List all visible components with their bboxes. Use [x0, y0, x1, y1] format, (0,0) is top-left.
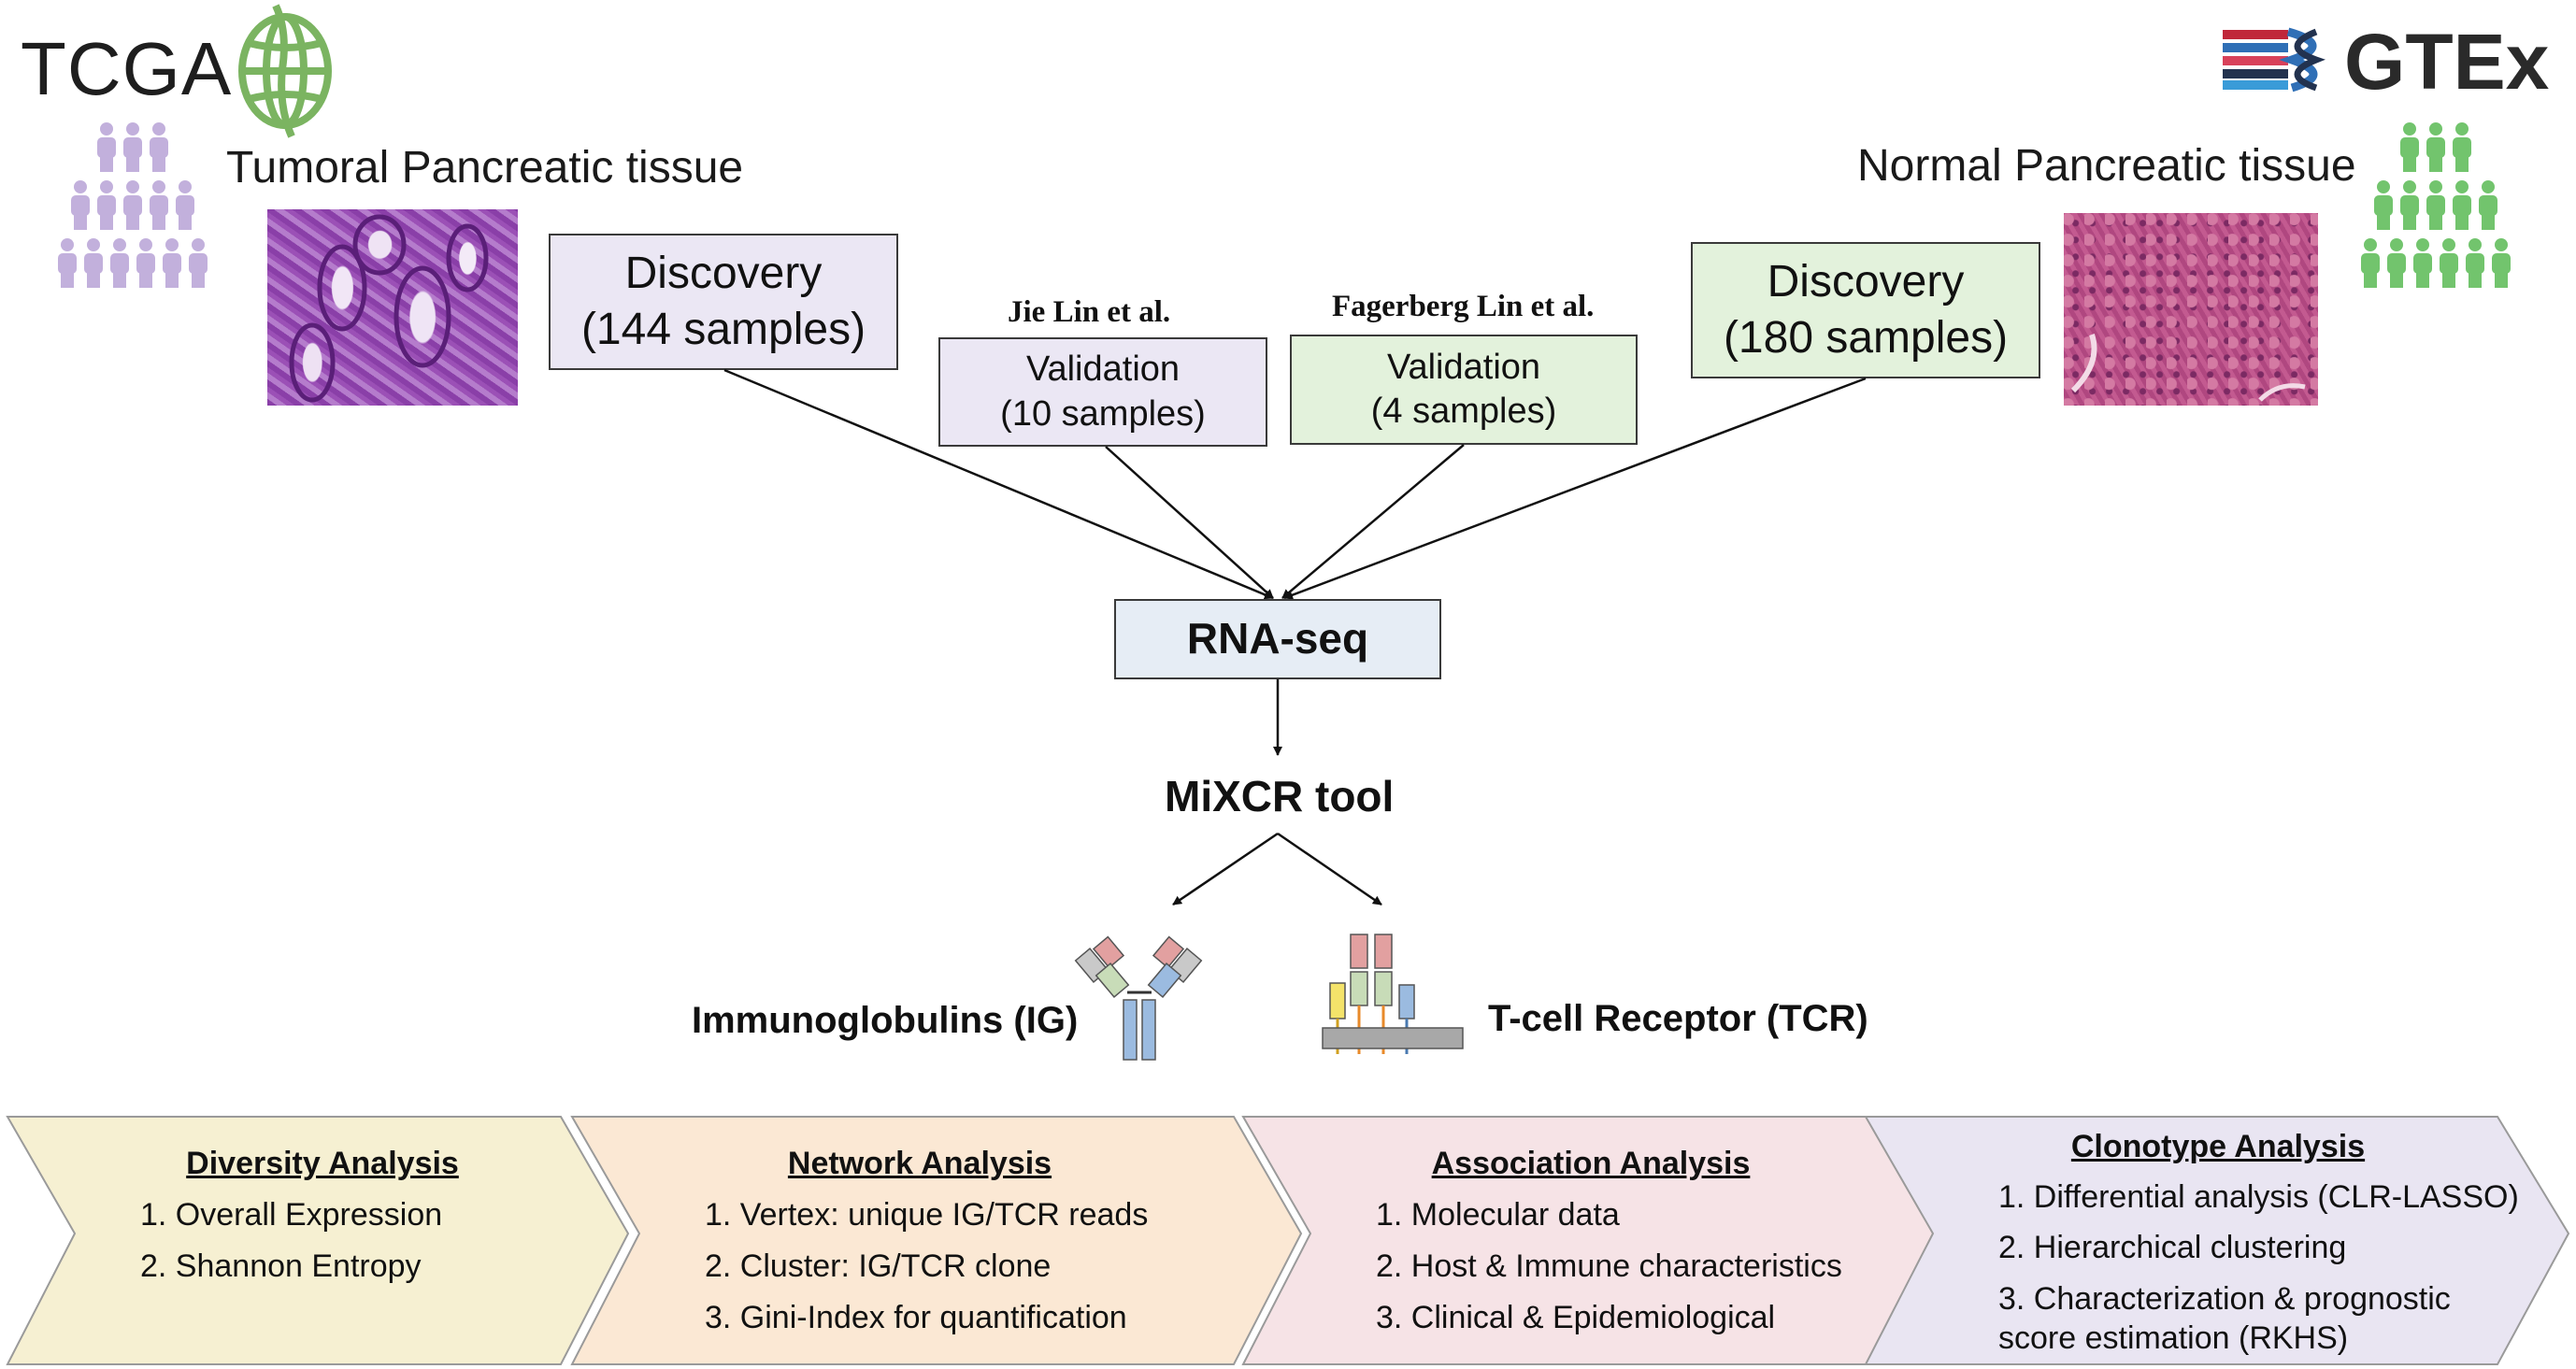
discovery-label: Discovery	[624, 249, 823, 298]
person-icon	[2374, 180, 2393, 230]
panel-item: 1. Vertex: unique IG/TCR reads	[705, 1197, 1149, 1233]
panel-item: 1. Overall Expression	[140, 1197, 443, 1233]
discovery-normal-box: Discovery (180 samples)	[1691, 242, 2040, 378]
person-icon	[2413, 238, 2432, 288]
sample-count: (10 samples)	[1000, 393, 1206, 434]
panel-item: 2. Shannon Entropy	[140, 1248, 422, 1284]
arrow-validation-jie	[1105, 446, 1274, 599]
validation-label: Validation	[1025, 349, 1181, 389]
person-icon	[2453, 180, 2471, 230]
person-icon	[71, 180, 90, 230]
chevron-network	[570, 1116, 1303, 1365]
people-group-icon	[58, 122, 208, 288]
person-icon	[2400, 180, 2419, 230]
person-icon	[2426, 122, 2445, 172]
panel-item: 2. Hierarchical clustering	[1998, 1230, 2347, 1265]
person-icon	[2361, 238, 2380, 288]
arrow-mixcr-tcr	[1277, 832, 1382, 906]
person-icon	[123, 180, 142, 230]
jie-lin-label: Jie Lin et al.	[1008, 295, 1171, 329]
person-icon	[2426, 180, 2445, 230]
person-icon	[2440, 238, 2458, 288]
panel-title: Clonotype Analysis	[2070, 1129, 2366, 1164]
panel-item: 3. Characterization & prognostic	[1998, 1281, 2451, 1317]
discovery-tumor-box: Discovery (144 samples)	[549, 234, 898, 370]
diversity-analysis-panel: Diversity Analysis 1. Overall Expression…	[140, 1138, 505, 1292]
panel-item: 2. Host & Immune characteristics	[1376, 1248, 1842, 1284]
network-analysis-panel: Network Analysis 1. Vertex: unique IG/TC…	[705, 1138, 1172, 1344]
chevron-clonotype	[1864, 1116, 2570, 1365]
antibody-icon	[1074, 935, 1203, 1061]
validation-jie-box: Validation (10 samples)	[938, 337, 1267, 447]
tumor-histology-image	[267, 209, 518, 406]
people-group-icon	[2361, 122, 2511, 288]
person-icon	[2387, 238, 2406, 288]
panel-item: 3. Clinical & Epidemiological	[1376, 1300, 1776, 1335]
rnaseq-box: RNA-seq	[1114, 599, 1441, 679]
person-icon	[123, 122, 142, 172]
tcga-logo-text: TCGA	[21, 27, 233, 110]
mixcr-label: MiXCR tool	[1165, 772, 1395, 820]
panel-title: Network Analysis	[787, 1146, 1052, 1181]
panel-item: 1. Differential analysis (CLR-LASSO)	[1998, 1179, 2519, 1215]
normal-histology-image	[2064, 213, 2318, 406]
panel-item: 3. Gini-Index for quantification	[705, 1300, 1127, 1335]
arrow-discovery-normal	[1283, 377, 1867, 600]
rnaseq-label: RNA-seq	[1186, 614, 1369, 663]
person-icon	[2466, 238, 2484, 288]
person-icon	[2492, 238, 2511, 288]
fagerberg-lin-label: Fagerberg Lin et al.	[1332, 290, 1595, 323]
arrow-validation-fagerberg	[1281, 444, 1465, 599]
validation-label: Validation	[1386, 347, 1541, 387]
person-icon	[163, 238, 181, 288]
association-analysis-panel: Association Analysis 1. Molecular data 2…	[1376, 1138, 1862, 1344]
discovery-label: Discovery	[1767, 257, 1965, 307]
arrow-mixcr-ig	[1172, 832, 1279, 906]
person-icon	[136, 238, 155, 288]
person-icon	[2400, 122, 2419, 172]
panel-title: Association Analysis	[1431, 1146, 1751, 1181]
person-icon	[84, 238, 103, 288]
clonotype-analysis-panel: Clonotype Analysis 1. Differential analy…	[1998, 1121, 2522, 1357]
gtex-dna-icon	[2223, 27, 2326, 93]
chevron-diversity	[6, 1116, 630, 1365]
tcr-label: T-cell Receptor (TCR)	[1488, 998, 1868, 1039]
person-icon	[150, 180, 168, 230]
tcga-globe-icon	[238, 4, 332, 138]
person-icon	[97, 180, 116, 230]
person-icon	[2453, 122, 2471, 172]
person-icon	[97, 122, 116, 172]
panel-item: 1. Molecular data	[1376, 1197, 1620, 1233]
person-icon	[2479, 180, 2497, 230]
person-icon	[150, 122, 168, 172]
panel-item: score estimation (RKHS)	[1998, 1320, 2349, 1356]
sample-count: (4 samples)	[1370, 392, 1557, 431]
immunoglobulin-label: Immunoglobulins (IG)	[692, 1000, 1079, 1041]
tumoral-tissue-title: Tumoral Pancreatic tissue	[226, 143, 744, 193]
validation-fagerberg-box: Validation (4 samples)	[1290, 335, 1638, 445]
panel-item: 2. Cluster: IG/TCR clone	[705, 1248, 1052, 1284]
sample-count: (144 samples)	[580, 305, 866, 354]
normal-tissue-title: Normal Pancreatic tissue	[1857, 141, 2356, 191]
person-icon	[176, 180, 194, 230]
person-icon	[58, 238, 77, 288]
sample-count: (180 samples)	[1723, 313, 2009, 363]
tcell-receptor-icon	[1322, 934, 1464, 1054]
person-icon	[110, 238, 129, 288]
person-icon	[189, 238, 208, 288]
arrow-discovery-tumor	[723, 368, 1274, 600]
gtex-logo-text: GTEx	[2344, 18, 2550, 106]
panel-title: Diversity Analysis	[186, 1146, 459, 1181]
